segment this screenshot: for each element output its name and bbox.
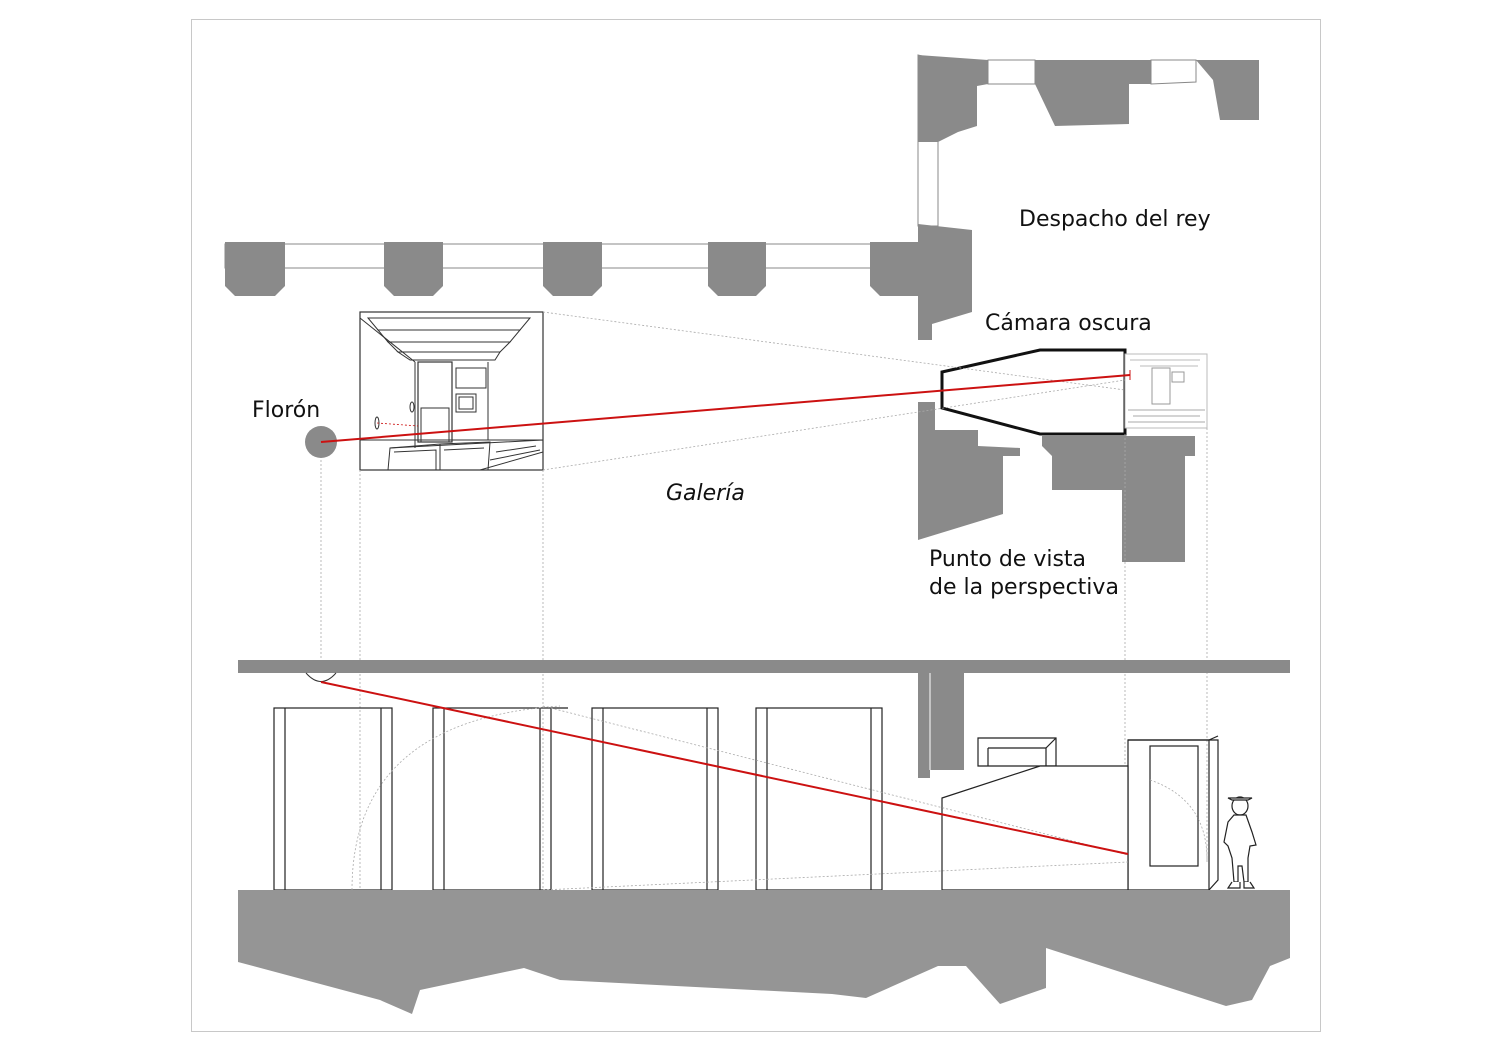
hanging-wall <box>918 673 964 778</box>
label-camara-oscura: Cámara oscura <box>985 311 1152 336</box>
label-punto-de-vista-line1: Punto de vista <box>929 547 1087 572</box>
label-punto-de-vista-line2: de la perspectiva <box>929 575 1119 600</box>
small-opening <box>977 737 1057 767</box>
despacho-corner-pier <box>918 55 988 142</box>
despacho-lower-pier <box>918 224 972 340</box>
camera-obscura-plan <box>940 348 1127 436</box>
label-galeria: Galería <box>666 481 745 506</box>
despacho-north-pier-3 <box>1196 60 1259 120</box>
sight-line-section <box>320 681 1129 855</box>
ceiling-slab <box>238 660 1290 673</box>
plan-guide-top <box>542 311 1126 391</box>
section-arc-guide <box>351 705 561 891</box>
despacho-north-pier-2 <box>1035 60 1151 126</box>
floron-section <box>305 672 337 682</box>
drawing-frame <box>191 19 1321 1032</box>
plan-south-pier-2 <box>1042 436 1195 562</box>
plan-pier-1 <box>225 242 285 296</box>
plan-pier-2 <box>384 242 443 296</box>
ground-mass <box>238 890 1290 1014</box>
label-despacho-del-rey: Despacho del rey <box>1019 207 1211 232</box>
section-guide-top <box>542 705 1129 856</box>
arch-bays <box>273 707 883 891</box>
human-figure <box>1223 796 1257 889</box>
plan-view <box>224 54 1259 562</box>
plan-pier-5 <box>870 242 918 296</box>
projected-image-small <box>1124 353 1208 429</box>
label-floron: Florón <box>252 398 321 423</box>
despacho-north-wall-window-2 <box>1150 59 1197 85</box>
section-arc-guide-right <box>1149 779 1208 863</box>
section-guide-bottom <box>542 861 1129 891</box>
plan-south-pier-1 <box>918 402 1020 540</box>
perspective-image-large <box>359 311 544 471</box>
section-view <box>238 660 1290 1014</box>
door-right <box>1127 735 1219 891</box>
camera-obscura-section <box>941 765 1129 891</box>
plan-pier-3 <box>543 242 602 296</box>
sight-line-plan <box>320 374 1131 443</box>
plan-pier-4 <box>708 242 766 296</box>
despacho-north-wall-window-1 <box>987 59 1036 85</box>
